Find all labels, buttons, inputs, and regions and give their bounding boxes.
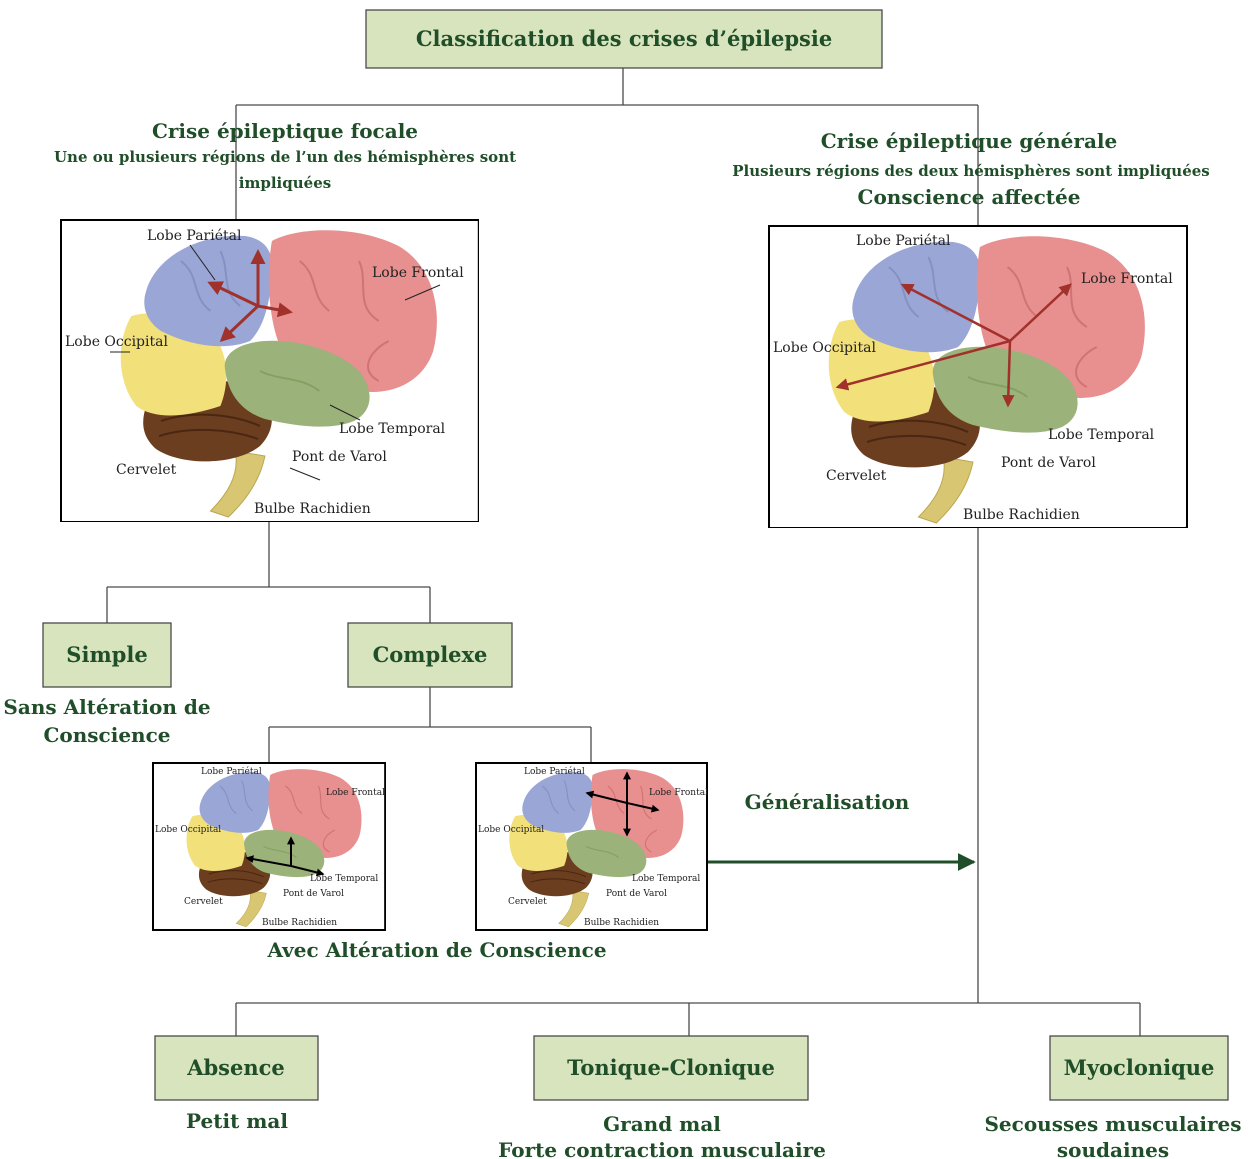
focal-label-parietal: Lobe Pariétal	[147, 228, 242, 244]
small1-label-temporal: Lobe Temporal	[310, 874, 378, 884]
generalisation-label: Généralisation	[745, 790, 910, 814]
small1-label-bulbe: Bulbe Rachidien	[262, 918, 337, 928]
general-label-temporal: Lobe Temporal	[1048, 427, 1155, 443]
small2-label-cervelet: Cervelet	[508, 897, 547, 907]
simple-box	[42, 622, 172, 688]
general-label-cervelet: Cervelet	[826, 468, 887, 484]
focal-desc-line1: Une ou plusieurs régions de l’un des hém…	[54, 148, 516, 166]
tonique-label: Tonique-Clonique	[567, 1055, 775, 1080]
myoclonique-box	[1049, 1035, 1229, 1101]
general-title: Crise épileptique générale	[821, 129, 1117, 153]
absence-note: Petit mal	[186, 1109, 288, 1133]
general-label-frontal: Lobe Frontal	[1081, 271, 1173, 287]
myoclonique-label: Myoclonique	[1064, 1055, 1215, 1080]
general-label-occipital: Lobe Occipital	[773, 340, 876, 356]
general-desc: Plusieurs régions des deux hémisphères s…	[732, 162, 1209, 180]
focal-label-cervelet: Cervelet	[116, 462, 177, 478]
small2-black-arrows	[585, 771, 660, 837]
focal-title: Crise épileptique focale	[152, 119, 418, 143]
focal-label-bulbe: Bulbe Rachidien	[254, 501, 371, 517]
complexe-brain-figure-2: Lobe Pariétal Lobe Frontal Lobe Occipita…	[475, 762, 708, 931]
small2-label-bulbe: Bulbe Rachidien	[584, 918, 659, 928]
small1-label-occipital: Lobe Occipital	[155, 825, 221, 835]
small2-label-occipital: Lobe Occipital	[478, 825, 544, 835]
complexe-box	[347, 622, 513, 688]
absence-label: Absence	[186, 1055, 285, 1080]
complexe-label: Complexe	[373, 642, 488, 667]
absence-box	[154, 1035, 319, 1101]
focal-label-pont: Pont de Varol	[292, 449, 387, 465]
small2-label-frontal: Lobe Frontal	[649, 788, 708, 798]
general-label-bulbe: Bulbe Rachidien	[963, 507, 1080, 523]
myoclonique-note-line1: Secousses musculaires	[984, 1112, 1241, 1136]
small2-label-temporal: Lobe Temporal	[632, 874, 700, 884]
tonique-note-line1: Grand mal	[603, 1112, 721, 1136]
simple-note-line2: Conscience	[43, 723, 170, 747]
title-box	[365, 9, 883, 69]
simple-note-line1: Sans Altération de	[3, 695, 210, 719]
general-red-arrows	[835, 283, 1072, 408]
focal-brain-figure: Lobe Pariétal Lobe Frontal Lobe Occipita…	[60, 219, 479, 522]
general-label-pont: Pont de Varol	[1001, 455, 1096, 471]
small1-label-parietal: Lobe Pariétal	[201, 766, 262, 777]
small1-label-pont: Pont de Varol	[283, 889, 344, 899]
small2-label-pont: Pont de Varol	[606, 889, 667, 899]
general-conscience: Conscience affectée	[858, 185, 1081, 209]
general-brain-figure: Lobe Pariétal Lobe Frontal Lobe Occipita…	[768, 225, 1188, 528]
tonique-note-line2: Forte contraction musculaire	[498, 1138, 826, 1159]
general-label-parietal: Lobe Pariétal	[856, 233, 951, 249]
simple-label: Simple	[66, 642, 147, 667]
myoclonique-note-line2: soudaines	[1057, 1138, 1169, 1159]
small1-black-arrows	[245, 836, 325, 877]
focal-label-frontal: Lobe Frontal	[372, 265, 464, 281]
focal-label-temporal: Lobe Temporal	[339, 421, 446, 437]
tonique-box	[533, 1035, 809, 1101]
page-title: Classification des crises d’épilepsie	[416, 26, 832, 51]
small1-label-cervelet: Cervelet	[184, 897, 223, 907]
small1-label-frontal: Lobe Frontal	[326, 788, 385, 798]
small2-label-parietal: Lobe Pariétal	[524, 766, 585, 777]
focal-red-arrows	[207, 249, 293, 343]
focal-desc-line2: impliquées	[239, 174, 331, 192]
complexe-note: Avec Altération de Conscience	[266, 938, 606, 962]
complexe-brain-figure-1: Lobe Pariétal Lobe Frontal Lobe Occipita…	[152, 762, 386, 931]
focal-label-occipital: Lobe Occipital	[65, 334, 168, 350]
